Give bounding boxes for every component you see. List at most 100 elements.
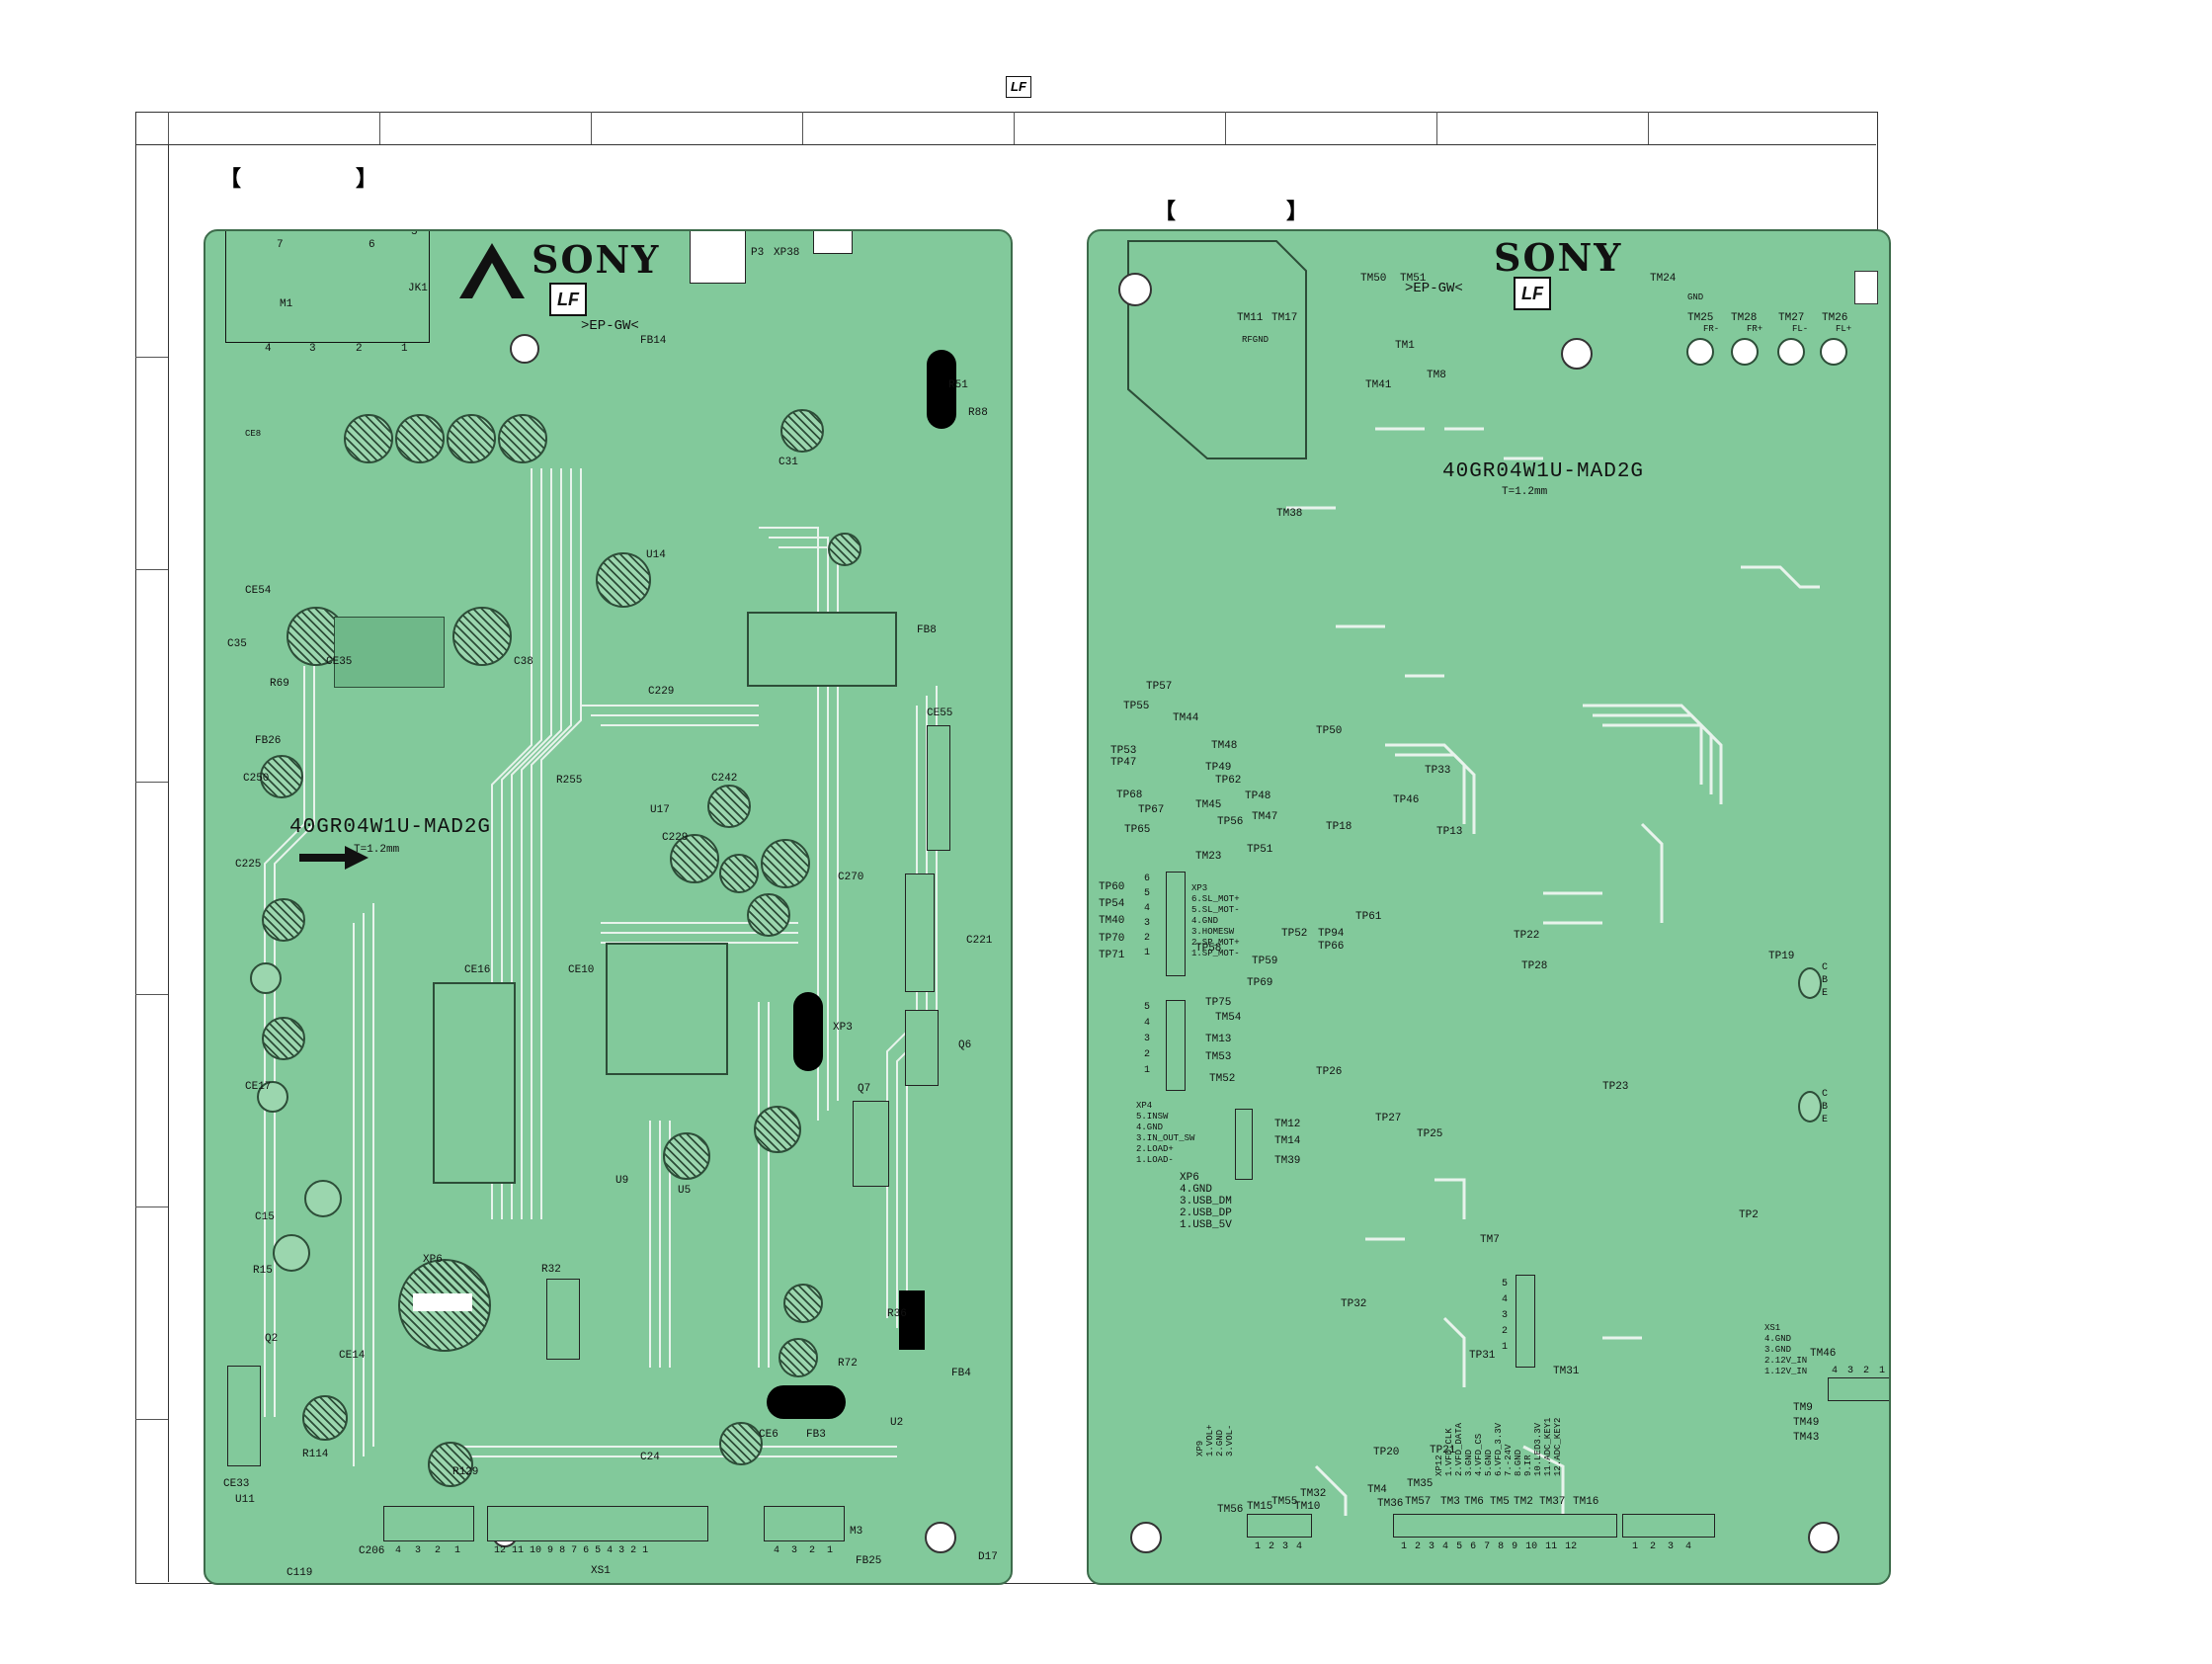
cutout (1854, 271, 1878, 304)
tp-tp33: TP33 (1425, 765, 1451, 777)
board-thickness: T=1.2mm (354, 844, 400, 856)
capacitor (747, 893, 790, 937)
capacitor (754, 1106, 801, 1153)
crystal-y3 (767, 1385, 846, 1419)
mount-hole (1808, 1522, 1840, 1553)
xp12-pad-row (1393, 1514, 1617, 1538)
model-tag: >EP-GW< (1405, 281, 1463, 296)
label-ce54: C38 (514, 656, 533, 668)
tm31-pad-column (1516, 1275, 1535, 1368)
label-r255: FB26 (255, 735, 282, 747)
tp-tm56: TM56 (1217, 1504, 1244, 1516)
tp-tm11: TM11 (1237, 312, 1264, 324)
capacitor-ce2 (262, 1017, 305, 1060)
label-y3: FB3 (806, 1429, 826, 1441)
tp-tm12: TM12 (1274, 1119, 1301, 1130)
tp-tm35: TM35 (1407, 1478, 1434, 1490)
tp-tp20: TP20 (1373, 1447, 1400, 1458)
speaker-fl-plus: FL+ (1836, 324, 1852, 334)
tp-tm52: TM52 (1209, 1073, 1236, 1085)
tp-tp54: TP54 (1099, 898, 1125, 910)
label-r72: C15 (255, 1211, 275, 1223)
label-u15: R51 (948, 379, 968, 391)
tp-tm27: TM27 (1778, 312, 1805, 324)
mountain-logo-icon (459, 243, 525, 298)
label-esd3: FB14 (640, 335, 667, 347)
xp8-connector (546, 1279, 580, 1360)
xp12-connector (487, 1506, 708, 1541)
speaker-fl-minus: FL- (1792, 324, 1809, 334)
crystal-y5 (927, 350, 956, 429)
tp-tp48: TP48 (1245, 790, 1271, 802)
label-p3: P3 (751, 247, 765, 259)
right-bracket-open: 【 (1154, 199, 1177, 223)
tp-tm14: TM14 (1274, 1135, 1301, 1147)
xs1-connector (227, 1366, 261, 1466)
transistor-q7 (257, 1081, 288, 1113)
tp-tp51: TP51 (1247, 844, 1273, 856)
mount-hole (1561, 338, 1593, 370)
xp3-pad-column (1166, 872, 1186, 976)
tp-tp46: TP46 (1393, 794, 1420, 806)
xp6-legend: XP6 4.GND 3.USB_DM 2.USB_DP 1.USB_5V (1180, 1172, 1232, 1231)
capacitor-ce35 (596, 552, 651, 608)
tp-tp67: TP67 (1138, 804, 1165, 816)
tp-tp22: TP22 (1514, 930, 1540, 942)
xp6-pad-column (1235, 1109, 1253, 1180)
tp-tm8: TM8 (1427, 370, 1446, 381)
xp4-legend: XP4 5.INSW 4.GND 3.IN_OUT_SW 2.LOAD+ 1.L… (1136, 1101, 1195, 1165)
pcb-left-component-side: 5 7 6 4 3 2 1 M1 JK1 SONY LF >EP-GW< P3 … (204, 229, 1013, 1585)
xp3-connector (905, 874, 935, 992)
tp-tm37: TM37 (1539, 1496, 1566, 1508)
jk1-pin-4: 4 (265, 343, 272, 355)
tp-tp13: TP13 (1436, 826, 1463, 838)
left-bracket-open: 【 (219, 166, 242, 191)
transistor-q6 (250, 962, 282, 994)
tp-tm41: TM41 (1365, 379, 1392, 391)
label-u11: C24 (640, 1452, 660, 1463)
label-xs1: CE33 (223, 1478, 250, 1490)
label-fb34: U17 (650, 804, 670, 816)
ic-u5 (606, 943, 728, 1075)
speaker-fr-minus: FR- (1703, 324, 1720, 334)
label-fb26: R69 (270, 678, 289, 690)
tp-tp25: TP25 (1417, 1128, 1443, 1140)
capacitor (719, 854, 759, 893)
capacitor-ce6 (302, 1395, 348, 1441)
brand-logo: SONY (1494, 235, 1623, 280)
label-ce35: U14 (646, 549, 666, 561)
capacitor-band (413, 1293, 472, 1311)
pad (1777, 338, 1805, 366)
tp-tm23: TM23 (1195, 851, 1222, 863)
label-u7: FB8 (917, 624, 937, 636)
transistor-outline (1798, 1091, 1822, 1123)
tp-tm55: TM55 (1271, 1496, 1298, 1508)
xp5-pad-row (1622, 1514, 1715, 1538)
capacitor-ce56 (260, 755, 303, 798)
mount-hole (925, 1522, 956, 1553)
tp-tm25: TM25 (1687, 312, 1714, 324)
jk1-pin-1: 1 (401, 343, 408, 355)
tp-tp19: TP19 (1768, 951, 1795, 962)
label-r33: U9 (615, 1175, 629, 1187)
capacitor-ce8 (428, 1442, 473, 1487)
label-h1: C119 (287, 1567, 313, 1579)
tp-tm5: TM5 (1490, 1496, 1510, 1508)
lf-logo: LF (1514, 277, 1551, 310)
xp12-legend: XP12 1.VFD_CLK 2.VFD_DATA 3.GND 4.VFD_CS… (1434, 1417, 1563, 1476)
pcb-left-traces (264, 468, 938, 1466)
gnd-label: GND (1687, 292, 1704, 302)
pad (1731, 338, 1759, 366)
tp-tp32: TP32 (1341, 1298, 1367, 1310)
label-xp2: CE55 (927, 707, 953, 719)
xp38-connector (813, 231, 853, 254)
label-xp5: C206 (359, 1545, 385, 1557)
tp-tp57: TP57 (1146, 681, 1173, 693)
tp-tm24: TM24 (1650, 273, 1677, 285)
